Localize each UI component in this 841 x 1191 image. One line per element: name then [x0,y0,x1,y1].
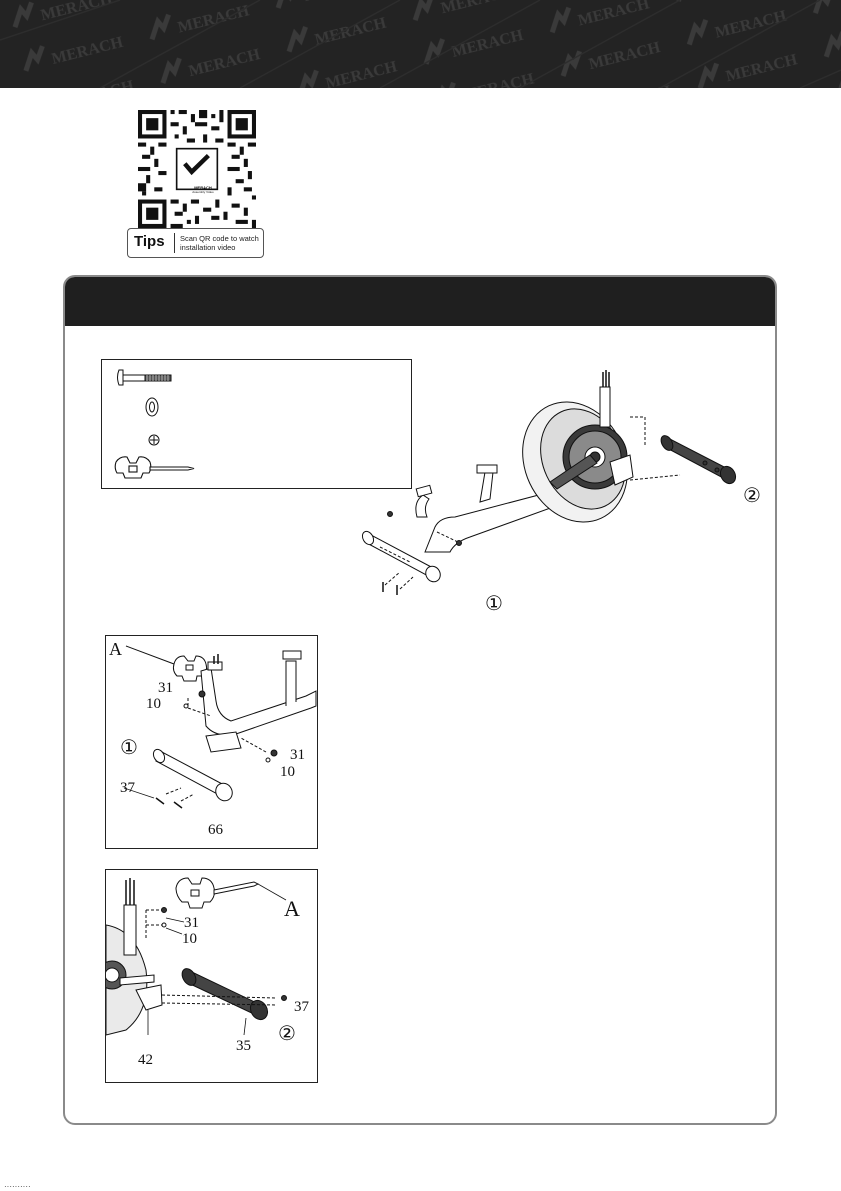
detail2-part-37: 37 [294,999,310,1015]
detail1-part-66: 66 [208,822,224,838]
detail1-part-37: 37 [120,780,136,796]
banner-watermark-pattern: MERACH [0,0,841,88]
detail-step1-box: A 31 10 ① 31 10 37 66 [105,635,318,849]
qr-logo-subtext: Assembly Video [188,190,218,194]
assembly-panel: ① ② [63,275,777,1125]
detail-step2-box: A 31 10 37 42 35 ② [105,869,318,1083]
carriage-bolt-icon [118,370,172,385]
detail2-part-31: 31 [184,915,199,931]
detail2-part-10: 10 [182,931,197,947]
detail1-part-31-a: 31 [158,680,173,696]
overview-step1-label: ① [485,593,503,615]
wrench-icon [115,457,194,478]
top-banner: MERACH [0,0,841,88]
overview-diagram: ① ② [345,367,775,637]
qr-code[interactable]: MERACH Assembly Video [138,110,256,228]
cap-nut-icon [149,435,159,445]
tips-label: Tips [134,233,165,250]
washer-icon [146,398,158,416]
detail1-step-label: ① [120,737,138,759]
detail2-tool-label: A [284,896,300,921]
detail1-part-10-b: 10 [280,764,295,780]
detail2-step-label: ② [278,1023,296,1045]
detail1-part-31-b: 31 [290,747,305,763]
detail1-part-10-a: 10 [146,696,161,712]
page-footer: ·········· [4,1182,31,1191]
tips-text: Scan QR code to watch installation video [180,234,264,252]
tips-box: Tips Scan QR code to watch installation … [127,228,264,258]
tips-divider [174,233,175,253]
detail2-part-35: 35 [236,1038,251,1054]
overview-step2-label: ② [743,485,761,507]
detail2-part-42: 42 [138,1052,153,1068]
panel-header [65,277,775,326]
detail1-tool-label: A [109,639,122,659]
